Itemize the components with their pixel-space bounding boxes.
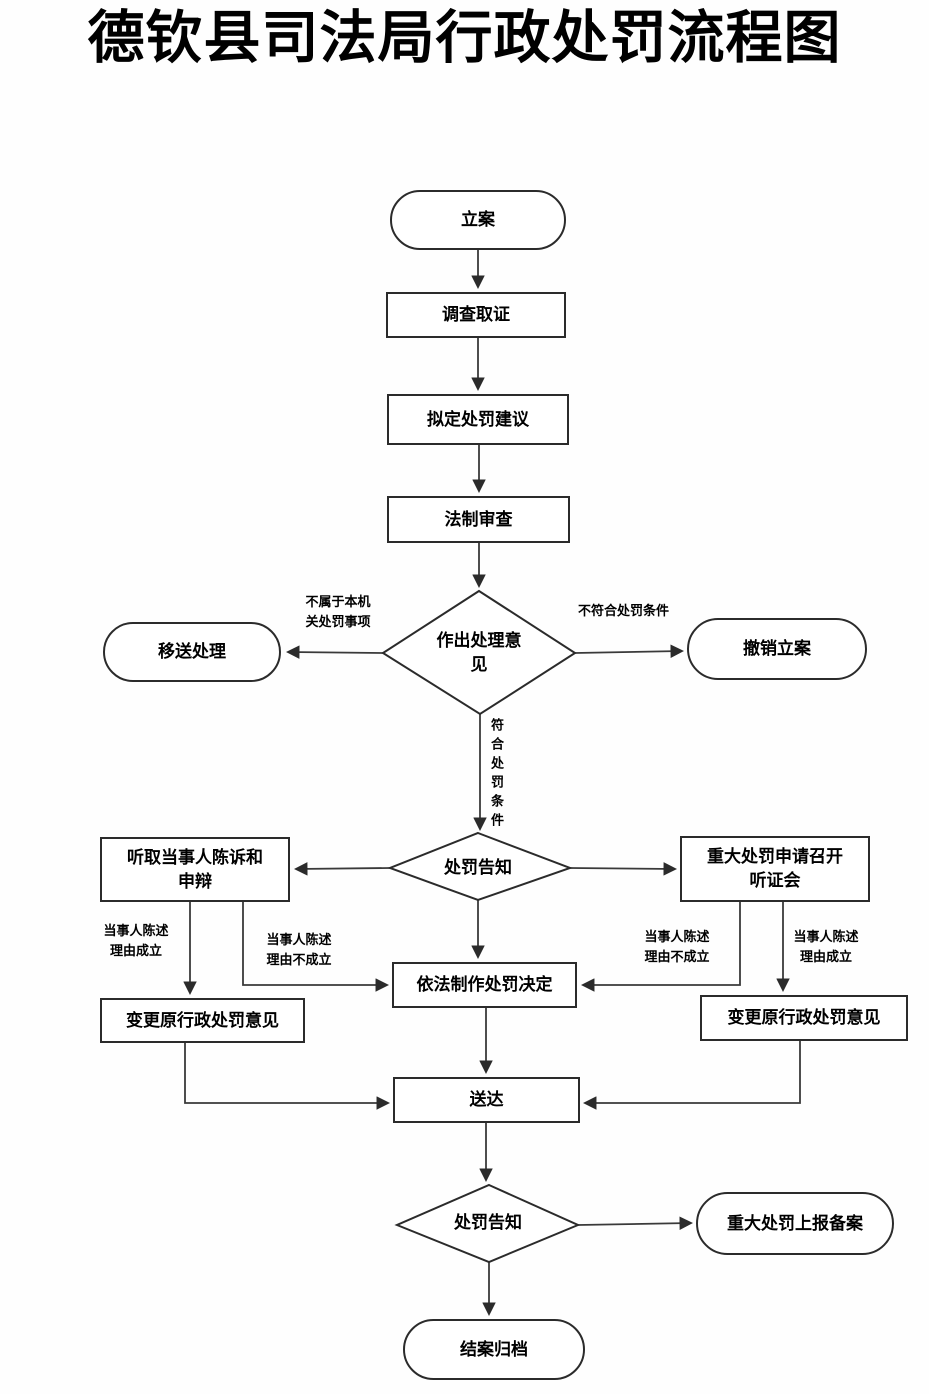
arrow-change-right-to-delivery: [582, 1041, 801, 1110]
node-label: 变更原行政处罚意见: [727, 1008, 881, 1027]
node-label: 重大处罚上报备案: [727, 1213, 863, 1233]
arrow-change-left-to-delivery: [184, 1043, 391, 1110]
node-label: 移送处理: [158, 642, 226, 661]
diamond-label-penalty-notice-1: 处罚告知: [444, 858, 512, 877]
page-title: 德钦县司法局行政处罚流程图: [87, 7, 842, 70]
node-label: 送达: [469, 1090, 504, 1109]
arrow-notice1-to-hear: [293, 862, 391, 876]
edge-label-left-reason-established: 当事人陈述理由成立: [103, 923, 169, 958]
edge-label-not-meet-conditions: 不符合处罚条件: [578, 603, 670, 618]
node-investigation: 调查取证: [386, 292, 566, 338]
node-close-and-archive: 结案归档: [403, 1319, 585, 1380]
node-legal-review: 法制审查: [387, 496, 570, 543]
diamond-penalty-notice-2: [394, 1183, 581, 1264]
node-label: 调查取证: [442, 305, 510, 324]
arrow-decision1-to-transfer: [285, 645, 384, 659]
node-draft-penalty-proposal: 拟定处罚建议: [387, 394, 569, 445]
node-major-penalty-hearing: 重大处罚申请召开听证会: [680, 836, 870, 902]
node-delivery: 送达: [393, 1077, 580, 1123]
arrow-hearing-to-decision: [580, 902, 741, 992]
node-make-penalty-decision: 依法制作处罚决定: [392, 962, 577, 1008]
diamond-label-make-handling-opinion: 作出处理意见: [436, 631, 522, 674]
node-hear-party-statement: 听取当事人陈诉和申辩: [100, 837, 290, 902]
diamond-label-penalty-notice-2: 处罚告知: [454, 1213, 522, 1232]
arrow-hear-to-decision: [242, 901, 390, 992]
edge-label-right-reason-not-established: 当事人陈述理由不成立: [644, 929, 710, 964]
node-label: 结案归档: [460, 1339, 528, 1359]
node-label: 立案: [461, 210, 495, 229]
node-transfer-handling: 移送处理: [103, 622, 281, 682]
node-case-filing: 立案: [390, 190, 566, 250]
arrow-notice1-to-hearing: [569, 862, 678, 876]
arrow-decision1-to-revoke: [574, 644, 685, 658]
node-label: 重大处罚申请召开听证会: [707, 847, 843, 890]
edge-label-not-authority-matter: 不属于本机关处罚事项: [305, 594, 371, 629]
edge-label-meet-conditions: 符合处罚条件: [489, 718, 504, 832]
diamond-make-handling-opinion: [381, 589, 577, 716]
node-label: 听取当事人陈诉和申辩: [127, 847, 263, 891]
arrow-notice2-to-report: [577, 1216, 694, 1230]
node-revoke-case: 撤销立案: [687, 618, 867, 680]
edge-label-left-reason-not-established: 当事人陈述理由不成立: [266, 932, 332, 967]
node-change-opinion-left: 变更原行政处罚意见: [100, 998, 305, 1043]
node-label: 变更原行政处罚意见: [126, 1010, 279, 1030]
node-major-penalty-report: 重大处罚上报备案: [696, 1192, 894, 1255]
diamond-penalty-notice-1: [387, 831, 573, 902]
node-label: 拟定处罚建议: [427, 409, 529, 429]
node-label: 撤销立案: [743, 639, 811, 658]
node-label: 依法制作处罚决定: [416, 975, 553, 994]
node-change-opinion-right: 变更原行政处罚意见: [700, 995, 908, 1041]
edge-label-right-reason-established: 当事人陈述理由成立: [793, 929, 859, 964]
node-label: 法制审查: [444, 509, 513, 529]
